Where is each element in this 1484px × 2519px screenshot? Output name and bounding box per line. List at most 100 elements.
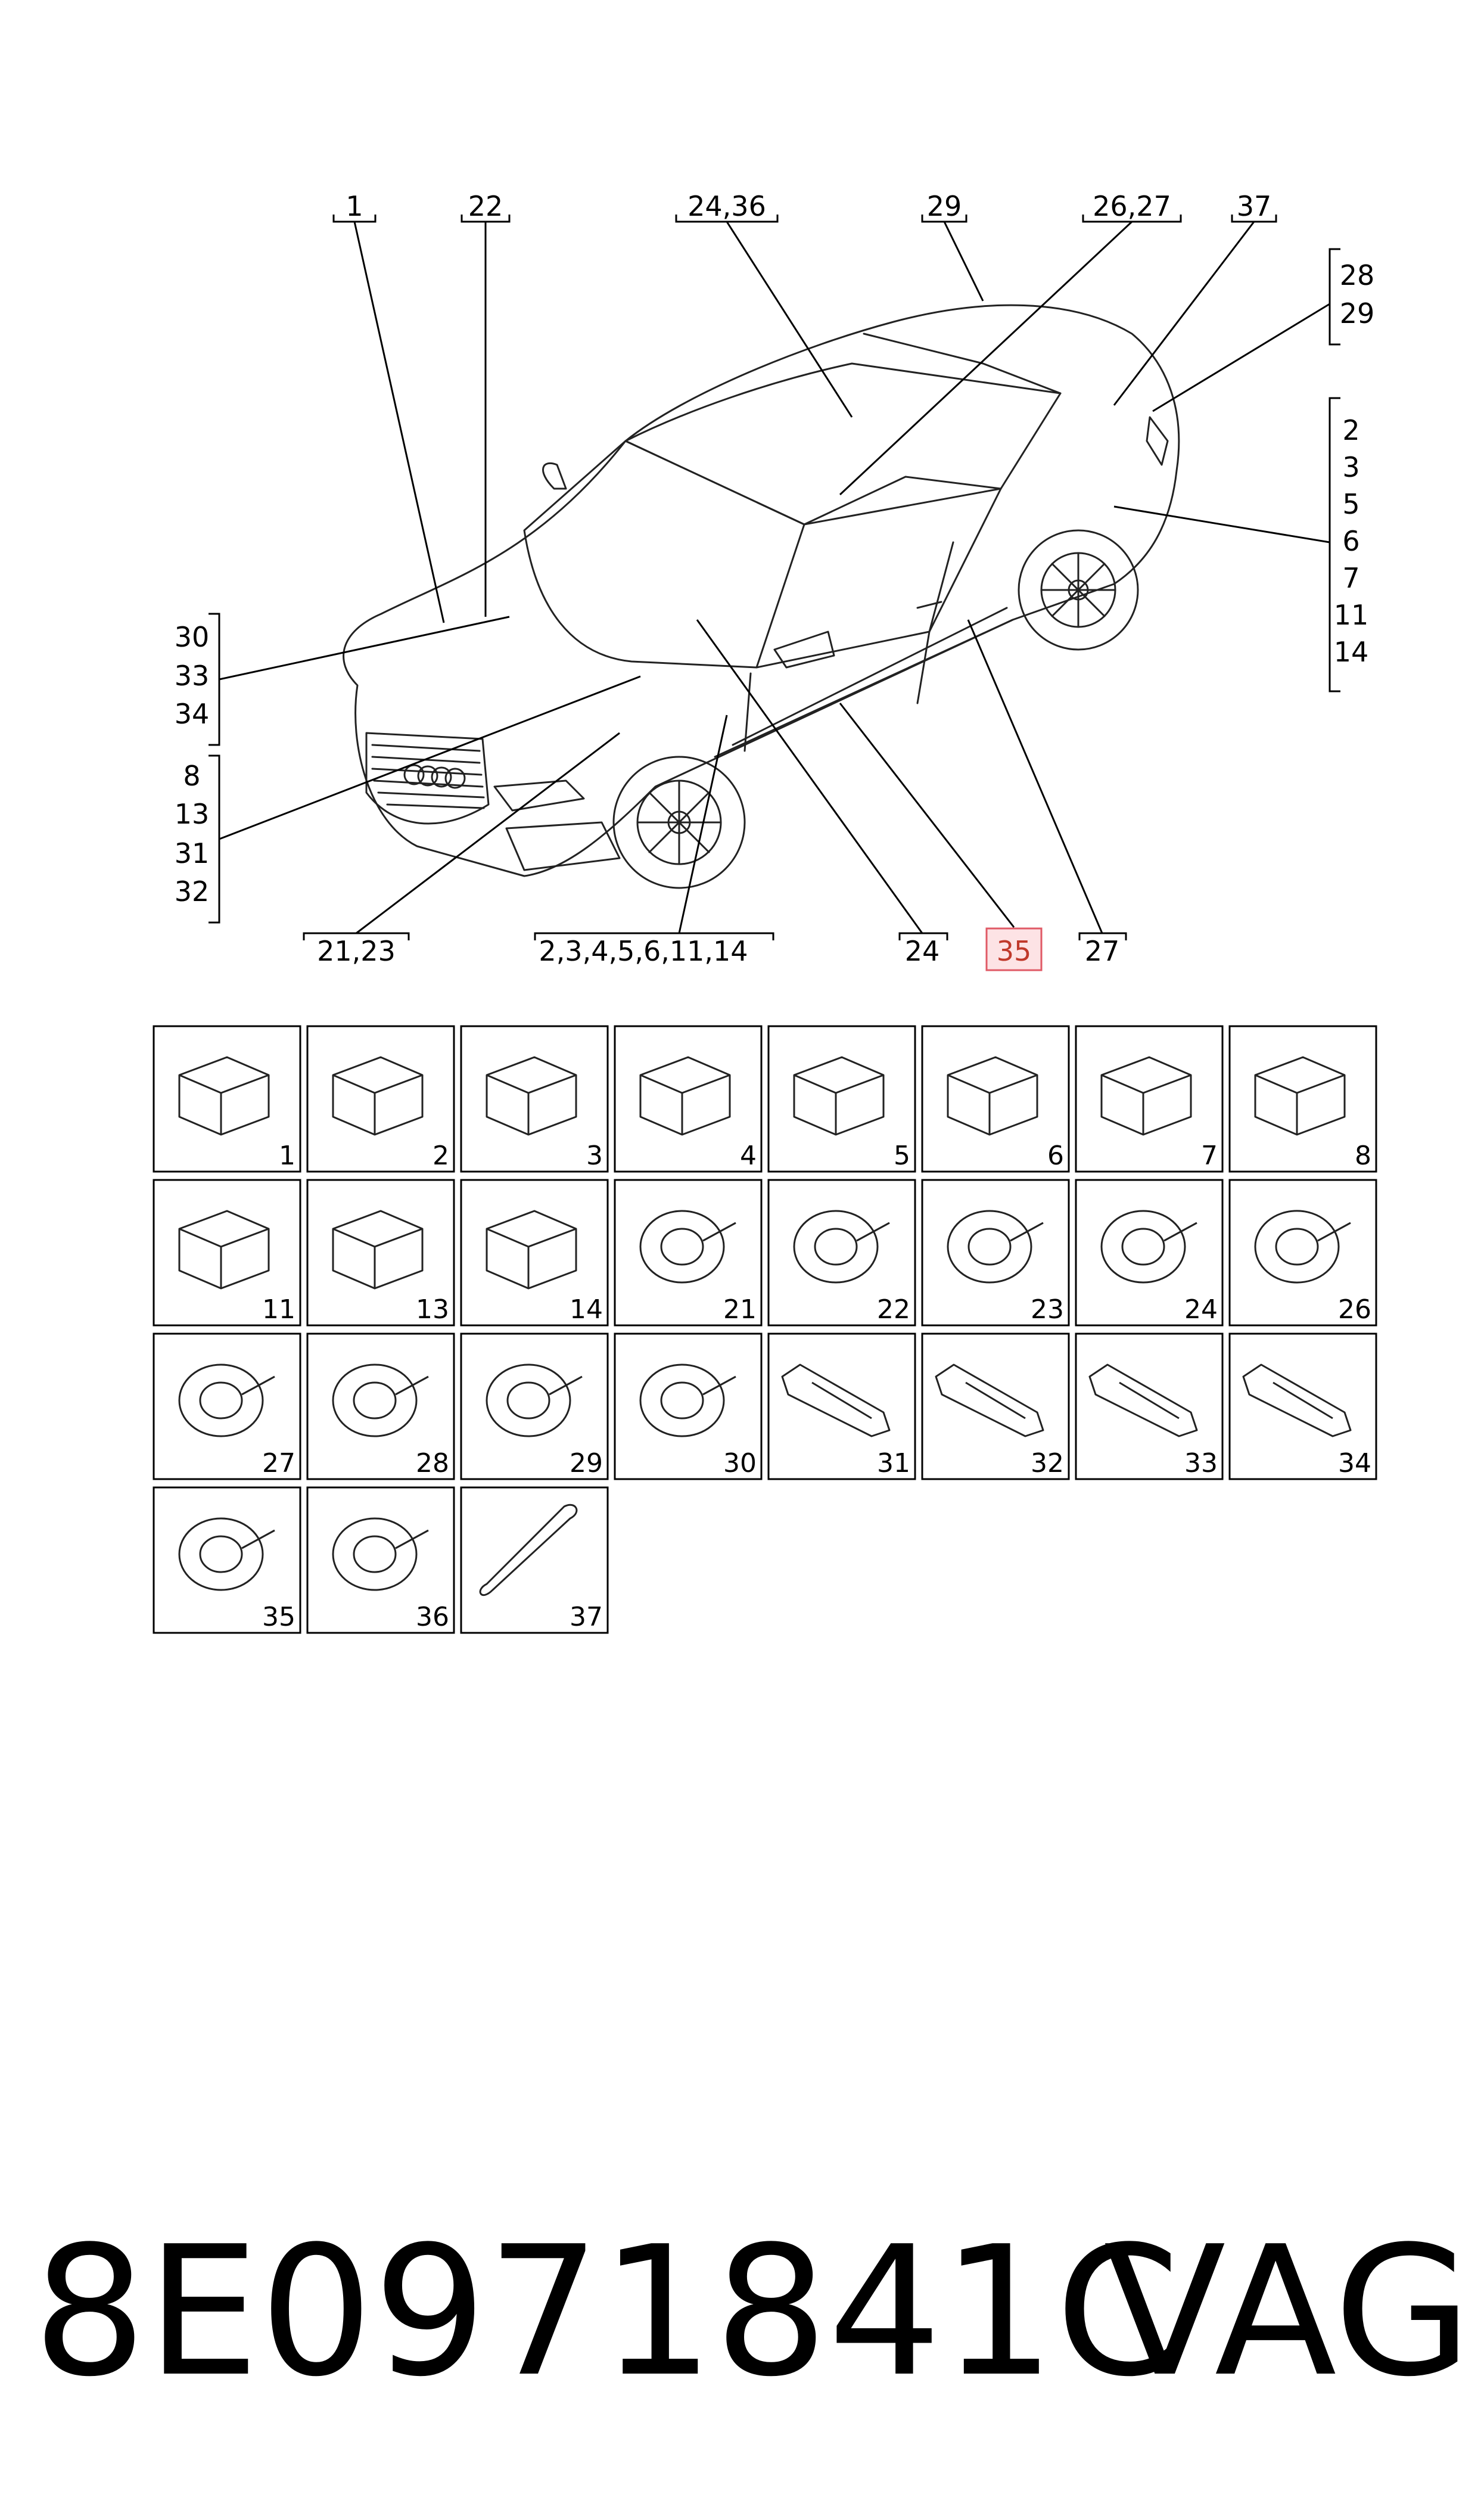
part-5-sketch xyxy=(793,1056,885,1136)
callouts-bottom: 21,23 2,3,4,5,6,11,14 24 35 27 xyxy=(317,935,1119,967)
highlight-box-35 xyxy=(985,927,1043,971)
part-cell-number: 3 xyxy=(586,1141,603,1171)
part-21-sketch xyxy=(639,1210,736,1284)
part-cell-31[interactable]: 31 xyxy=(767,1333,916,1480)
part-cell-26[interactable]: 26 xyxy=(1228,1179,1377,1327)
part-14-sketch xyxy=(486,1210,577,1290)
part-cell-1[interactable]: 1 xyxy=(153,1025,301,1173)
part-cell-22[interactable]: 22 xyxy=(767,1179,916,1327)
part-cell-30[interactable]: 30 xyxy=(614,1333,763,1480)
part-cell-14[interactable]: 14 xyxy=(460,1179,609,1327)
part-cell-24[interactable]: 24 xyxy=(1075,1179,1224,1327)
callout-bottom-1[interactable]: 2,3,4,5,6,11,14 xyxy=(539,935,748,967)
part-8-sketch xyxy=(1254,1056,1346,1136)
part-cell-5[interactable]: 5 xyxy=(767,1025,916,1173)
part-cell-2[interactable]: 2 xyxy=(306,1025,455,1173)
callout-right-b-6[interactable]: 14 xyxy=(1334,636,1369,668)
part-cell-33[interactable]: 33 xyxy=(1075,1333,1224,1480)
part-cell-number: 13 xyxy=(416,1294,449,1325)
callout-left-b-2[interactable]: 31 xyxy=(175,837,210,869)
part-1-sketch xyxy=(178,1056,270,1136)
callout-bottom-3[interactable]: 35 xyxy=(997,935,1032,967)
part-cell-28[interactable]: 28 xyxy=(306,1333,455,1480)
callout-top-4[interactable]: 26,27 xyxy=(1093,190,1171,222)
part-6-sketch xyxy=(947,1056,1038,1136)
part-cell-27[interactable]: 27 xyxy=(153,1333,301,1480)
callout-top-0[interactable]: 1 xyxy=(346,190,363,222)
part-cell-frame xyxy=(614,1025,763,1173)
callout-right-b-1[interactable]: 3 xyxy=(1342,451,1359,483)
callout-bottom-4[interactable]: 27 xyxy=(1085,935,1120,967)
callout-right-b-4[interactable]: 7 xyxy=(1342,562,1359,594)
part-cell-36[interactable]: 36 xyxy=(306,1486,455,1634)
callout-left-a-1[interactable]: 33 xyxy=(175,660,210,692)
part-22-sketch xyxy=(793,1210,890,1284)
part-11-sketch xyxy=(178,1210,270,1290)
callout-bottom-brackets xyxy=(303,619,1127,940)
part-cell-number: 4 xyxy=(740,1141,757,1171)
part-number: 8E0971841C xyxy=(33,2208,1180,2416)
callout-bottom-2[interactable]: 24 xyxy=(905,935,940,967)
part-cell-number: 33 xyxy=(1184,1448,1218,1479)
callout-bottom-0[interactable]: 21,23 xyxy=(317,935,396,967)
callout-left-b-1[interactable]: 13 xyxy=(175,798,210,830)
callout-left-b-0[interactable]: 8 xyxy=(183,760,200,792)
callouts-top: 1 22 24,36 29 26,27 37 xyxy=(346,190,1271,222)
part-cell-34[interactable]: 34 xyxy=(1228,1333,1377,1480)
part-cell-number: 30 xyxy=(723,1448,757,1479)
part-cell-23[interactable]: 23 xyxy=(921,1179,1070,1327)
part-33-sketch xyxy=(1088,1363,1198,1437)
part-cell-number: 14 xyxy=(570,1294,603,1325)
part-26-sketch xyxy=(1254,1210,1351,1284)
part-cell-number: 2 xyxy=(433,1141,449,1171)
part-35-sketch xyxy=(178,1517,275,1591)
part-cell-number: 37 xyxy=(570,1602,603,1632)
callout-top-2[interactable]: 24,36 xyxy=(687,190,766,222)
callout-top-5[interactable]: 37 xyxy=(1237,190,1272,222)
part-23-sketch xyxy=(947,1210,1044,1284)
part-cell-11[interactable]: 11 xyxy=(153,1179,301,1327)
callout-right-b-2[interactable]: 5 xyxy=(1342,488,1359,520)
callout-right-b-0[interactable]: 2 xyxy=(1342,414,1359,446)
callout-top-1[interactable]: 22 xyxy=(468,190,503,222)
part-cell-number: 35 xyxy=(262,1602,295,1632)
part-cell-number: 26 xyxy=(1338,1294,1371,1325)
callouts-left-a: 30 33 34 xyxy=(175,621,210,730)
callout-right-a-1[interactable]: 29 xyxy=(1340,297,1375,330)
callout-left-a-0[interactable]: 30 xyxy=(175,621,210,653)
part-cell-13[interactable]: 13 xyxy=(306,1179,455,1327)
part-3-sketch xyxy=(486,1056,577,1136)
part-cell-number: 1 xyxy=(279,1141,295,1171)
part-34-sketch xyxy=(1242,1363,1352,1437)
callout-right-b-5[interactable]: 11 xyxy=(1334,599,1369,631)
part-cell-number: 5 xyxy=(894,1141,910,1171)
callouts-left-b: 8 13 31 32 xyxy=(175,760,210,908)
part-cell-frame xyxy=(614,1333,763,1480)
callout-right-b-3[interactable]: 6 xyxy=(1342,525,1359,557)
callouts-right-a: 28 29 xyxy=(1340,259,1375,330)
part-cell-37[interactable]: 37 xyxy=(460,1486,609,1634)
callout-left-a-2[interactable]: 34 xyxy=(175,698,210,730)
callout-top-3[interactable]: 29 xyxy=(927,190,962,222)
part-cell-6[interactable]: 6 xyxy=(921,1025,1070,1173)
part-cell-21[interactable]: 21 xyxy=(614,1179,763,1327)
part-cell-number: 31 xyxy=(877,1448,910,1479)
part-31-sketch xyxy=(781,1363,891,1437)
part-cell-7[interactable]: 7 xyxy=(1075,1025,1224,1173)
callout-right-a-0[interactable]: 28 xyxy=(1340,259,1375,291)
callout-top-brackets xyxy=(332,215,1277,623)
part-cell-32[interactable]: 32 xyxy=(921,1333,1070,1480)
part-cell-29[interactable]: 29 xyxy=(460,1333,609,1480)
part-cell-frame xyxy=(460,1486,609,1634)
part-cell-8[interactable]: 8 xyxy=(1228,1025,1377,1173)
part-cell-number: 32 xyxy=(1031,1448,1064,1479)
part-cell-3[interactable]: 3 xyxy=(460,1025,609,1173)
part-cell-4[interactable]: 4 xyxy=(614,1025,763,1173)
part-cell-35[interactable]: 35 xyxy=(153,1486,301,1634)
callout-left-b-3[interactable]: 32 xyxy=(175,875,210,908)
part-cell-number: 27 xyxy=(262,1448,295,1479)
part-37-sketch xyxy=(479,1504,578,1596)
part-cell-number: 28 xyxy=(416,1448,449,1479)
